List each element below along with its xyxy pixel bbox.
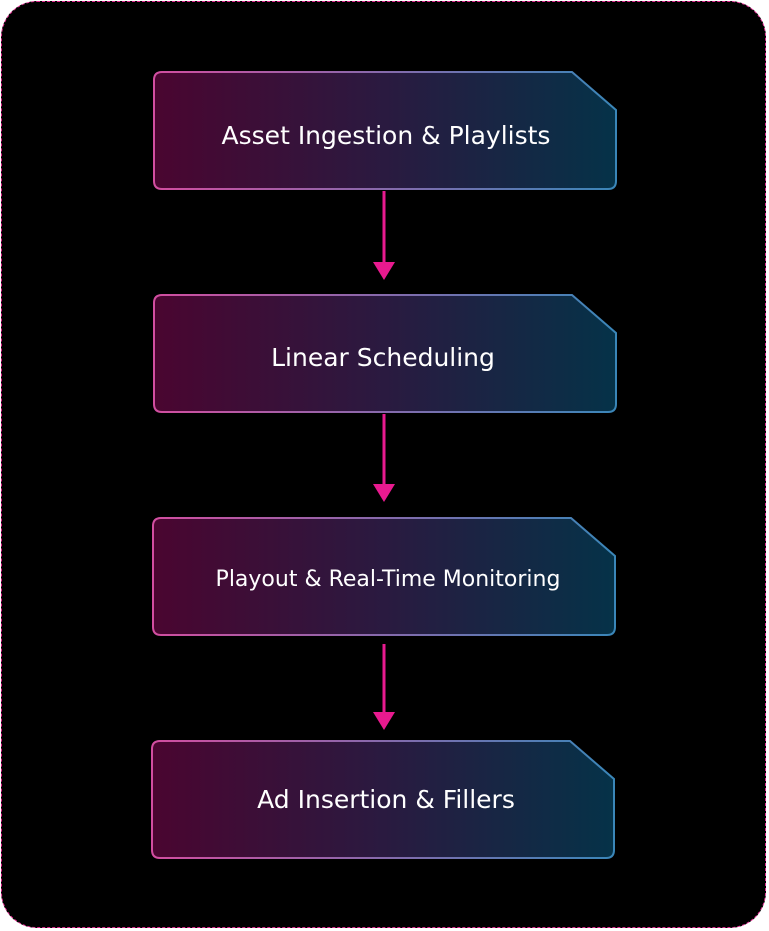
node-playout-monitoring[interactable]: Playout & Real-Time Monitoring bbox=[152, 517, 616, 636]
edge-playout-to-ad bbox=[373, 644, 395, 730]
node-label: Playout & Real-Time Monitoring bbox=[216, 567, 561, 592]
edge-scheduling-to-playout bbox=[373, 414, 395, 502]
node-asset-ingestion[interactable]: Asset Ingestion & Playlists bbox=[153, 71, 617, 190]
node-ad-insertion[interactable]: Ad Insertion & Fillers bbox=[151, 740, 615, 859]
edge-asset-to-scheduling bbox=[373, 191, 395, 280]
node-linear-scheduling[interactable]: Linear Scheduling bbox=[153, 294, 617, 413]
node-label: Ad Insertion & Fillers bbox=[257, 785, 515, 814]
node-label: Asset Ingestion & Playlists bbox=[222, 121, 551, 150]
node-label: Linear Scheduling bbox=[271, 343, 495, 372]
